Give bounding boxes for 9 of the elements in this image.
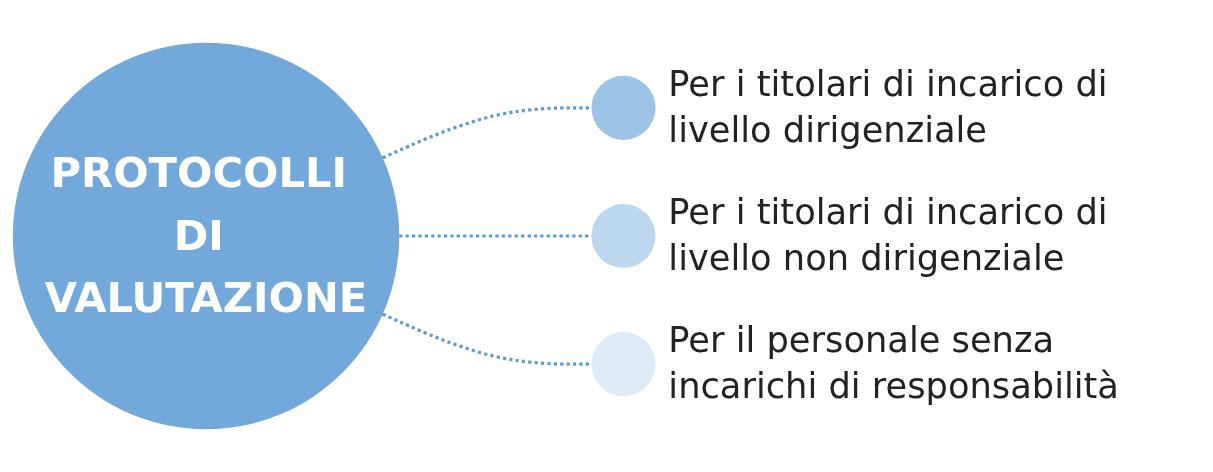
node-caption: Per i titolari di incarico di livello dirigenziale <box>668 62 1109 152</box>
node-circle <box>591 75 656 140</box>
node-circle: PROTOCOLLI DI VALUTAZIONE <box>12 42 400 430</box>
connector <box>382 312 592 366</box>
node-circle <box>591 203 656 269</box>
node-caption: Per il personale senza incarichi di responsabilità <box>668 318 1120 408</box>
node-caption: Per i titolari di incarico di livello non dirigenziale <box>668 190 1109 280</box>
node-circle <box>591 332 656 397</box>
connector <box>382 106 592 160</box>
